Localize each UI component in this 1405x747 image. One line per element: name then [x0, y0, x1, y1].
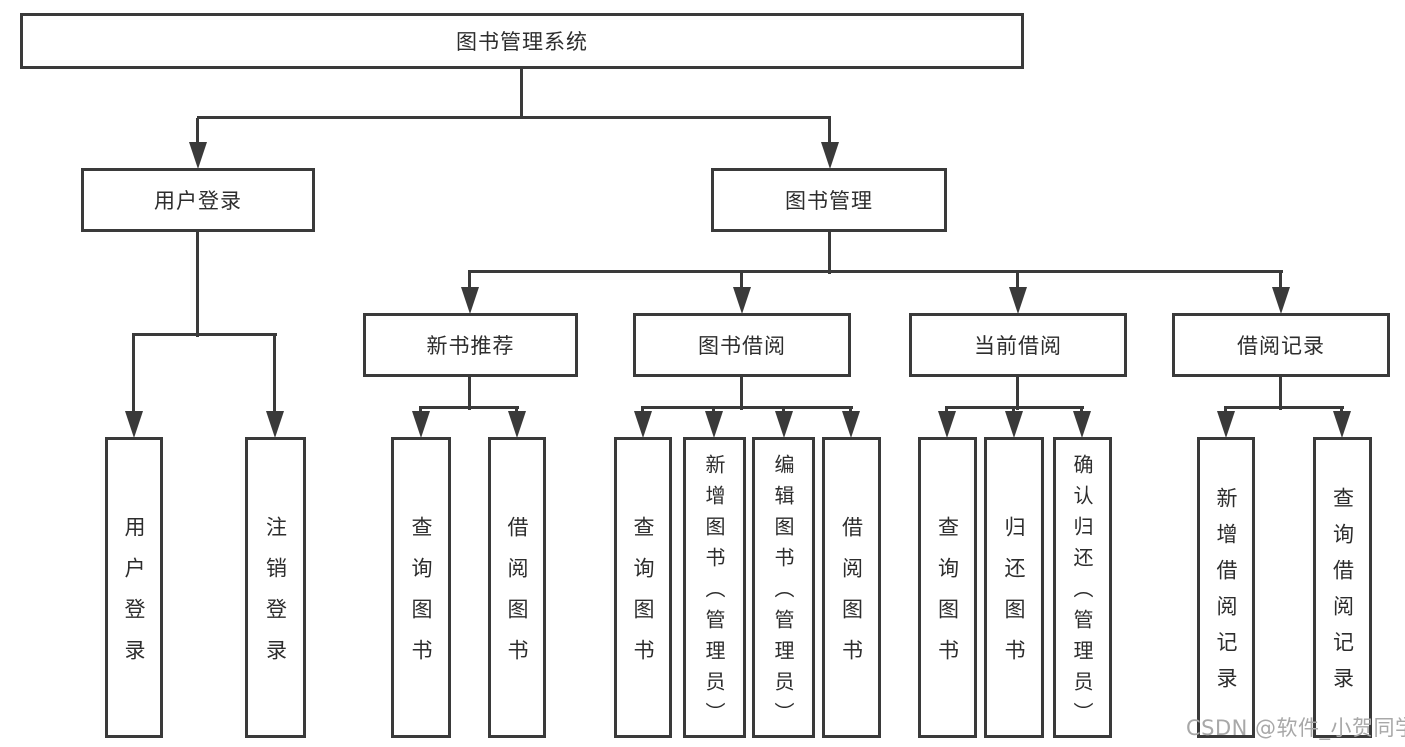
leaf-borrow-books: 借阅图书	[822, 437, 881, 738]
leaf-query-books-recommend: 查询图书	[391, 437, 451, 738]
connector-hline	[197, 116, 831, 119]
arrowhead-down	[634, 411, 652, 438]
leaf-user-login: 用户登录	[105, 437, 163, 738]
node-library-management-system: 图书管理系统	[20, 13, 1024, 69]
connector-vline	[828, 118, 831, 162]
connector-hline	[641, 406, 853, 409]
arrowhead-down	[775, 411, 793, 438]
arrowhead-down	[1005, 411, 1023, 438]
connector-vline	[1016, 377, 1019, 410]
arrowhead-down	[412, 411, 430, 438]
arrowhead-down	[733, 287, 751, 314]
leaf-confirm-return-admin: 确认归还（管理员）	[1053, 437, 1112, 738]
arrowhead-down	[1073, 411, 1091, 438]
leaf-logout: 注销登录	[245, 437, 306, 738]
leaf-query-books-borrowing: 查询图书	[614, 437, 672, 738]
arrowhead-down	[189, 142, 207, 169]
connector-hline	[132, 333, 277, 336]
leaf-add-books-admin: 新增图书（管理员）	[683, 437, 746, 738]
connector-vline	[740, 377, 743, 410]
leaf-return-books: 归还图书	[984, 437, 1044, 738]
arrowhead-down	[1272, 287, 1290, 314]
arrowhead-down	[1009, 287, 1027, 314]
connector-hline	[468, 270, 1283, 273]
leaf-edit-books-admin: 编辑图书（管理员）	[752, 437, 815, 738]
node-new-book-recommendation: 新书推荐	[363, 313, 578, 377]
connector-vline	[196, 232, 199, 337]
node-user-login: 用户登录	[81, 168, 315, 232]
node-borrowing-records: 借阅记录	[1172, 313, 1390, 377]
leaf-add-borrow-record: 新增借阅记录	[1197, 437, 1255, 738]
node-current-borrowing: 当前借阅	[909, 313, 1127, 377]
leaf-borrow-books-recommend: 借阅图书	[488, 437, 546, 738]
arrowhead-down	[1333, 411, 1351, 438]
arrowhead-down	[125, 411, 143, 438]
connector-vline	[520, 69, 523, 119]
arrowhead-down	[461, 287, 479, 314]
connector-hline	[419, 406, 519, 409]
connector-vline	[468, 377, 471, 410]
connector-hline	[1224, 406, 1344, 409]
node-book-borrowing: 图书借阅	[633, 313, 851, 377]
arrowhead-down	[508, 411, 526, 438]
connector-vline	[196, 118, 199, 162]
csdn-watermark: CSDN @软件_小贺同学	[1186, 716, 1405, 740]
arrowhead-down	[266, 411, 284, 438]
node-book-management: 图书管理	[711, 168, 947, 232]
leaf-query-books-current: 查询图书	[918, 437, 977, 738]
arrowhead-down	[842, 411, 860, 438]
arrowhead-down	[938, 411, 956, 438]
connector-vline	[132, 335, 135, 430]
connector-hline	[945, 406, 1084, 409]
connector-vline	[828, 232, 831, 274]
connector-vline	[273, 335, 276, 430]
connector-vline	[1279, 377, 1282, 410]
arrowhead-down	[705, 411, 723, 438]
leaf-query-borrow-record: 查询借阅记录	[1313, 437, 1372, 738]
arrowhead-down	[1217, 411, 1235, 438]
arrowhead-down	[821, 142, 839, 169]
